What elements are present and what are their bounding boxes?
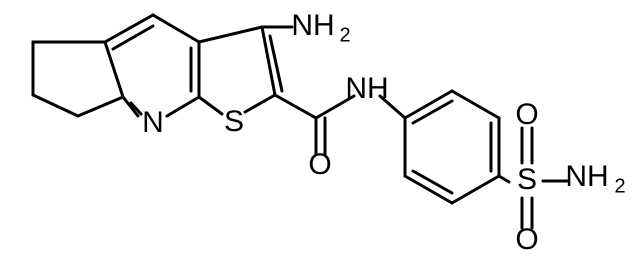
amide-nh-label: NH	[345, 72, 388, 105]
pyridine-nitrogen-label: N	[142, 106, 164, 139]
amine-subscript: 2	[339, 24, 350, 46]
carbonyl-oxygen-label: O	[308, 148, 331, 181]
sulfonamide-subscript: 2	[614, 175, 625, 197]
sulfonyl-oxygen-upper-label: O	[515, 98, 538, 131]
thiophene-ring	[197, 25, 284, 116]
sulfonyl-oxygen-lower-label: O	[515, 223, 538, 256]
amide-linkage	[273, 93, 407, 156]
sulfonamide-nh-label: NH	[565, 160, 608, 193]
sulfonamide-group	[497, 126, 569, 230]
amine-label: NH	[291, 9, 334, 42]
cyclopentane-ring	[31, 40, 125, 118]
thiophene-sulfur-label: S	[224, 105, 244, 138]
sulfonyl-sulfur-label: S	[517, 163, 537, 196]
pyridine-ring	[103, 13, 201, 118]
benzene-ring	[403, 89, 501, 205]
